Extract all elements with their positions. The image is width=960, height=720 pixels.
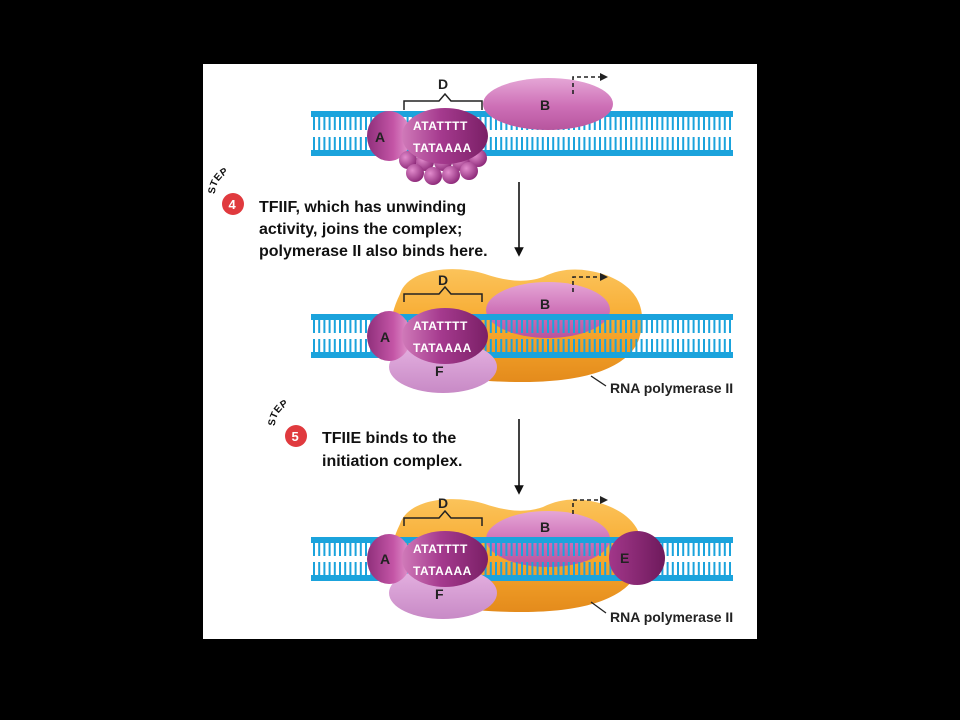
step-5-number: 5 [292,429,299,444]
start-arrowhead-2 [600,273,608,281]
factor-a-shape [367,111,411,161]
factor-d-label-2: D [438,272,448,288]
start-arrowhead-1 [600,73,608,81]
polymerase-leader-2 [590,375,607,387]
factor-f-label-2: F [435,363,444,379]
seq-bottom: TATAAAA [413,141,472,155]
factor-d-bracket-3 [403,509,483,526]
step-5-badge [285,425,307,447]
step-5-word: STEP [267,398,290,427]
seq-top-2: ATATTTT [413,319,468,333]
factor-b-shape [483,78,613,130]
factor-a-label: A [375,129,385,145]
step-4-line-1: TFIIF, which has unwinding [259,199,466,216]
polymerase-label-2: RNA polymerase II [610,380,733,396]
seq-bottom-2: TATAAAA [413,341,472,355]
factor-d-label: D [438,76,448,92]
factor-e-label-3: E [620,550,629,566]
factor-a-shape-3 [367,534,411,584]
step-5-line-1: TFIIE binds to the [322,430,456,447]
step-4-word-path: STEP [207,166,230,195]
factor-d-label-3: D [438,495,448,511]
factor-f-label-3: F [435,586,444,602]
diagram-panel: A B ATATTTT TATAAAA D STEP 4 TFIIF, whic… [203,64,757,639]
step-4-label: STEP 4 TFIIF, which has unwinding activi… [207,166,488,260]
factor-d-shape [402,108,488,164]
polymerase-label-3: RNA polymerase II [610,609,733,625]
panel-1: A B ATATTTT TATAAAA D [311,73,733,185]
step-5-word-path: STEP [267,398,290,427]
panel-2: B F A ATATTTT TATAAAA D RNA polymerase I… [311,269,733,396]
factor-d-bracket-2 [403,285,483,302]
step-5-label: STEP 5 TFIIE binds to the initiation com… [267,398,463,470]
seq-top-3: ATATTTT [413,542,468,556]
step-4-line-3: polymerase II also binds here. [259,243,488,260]
factor-a-label-3: A [380,551,390,567]
factor-b-label-2: B [540,296,550,312]
transcription-initiation-diagram: A B ATATTTT TATAAAA D STEP 4 TFIIF, whic… [207,73,733,625]
transcription-start-arrow [572,76,600,94]
transcription-start-arrow-2 [572,276,600,292]
step-4-line-2: activity, joins the complex; [259,221,462,238]
factor-b-label: B [540,97,550,113]
factor-d-bracket [403,92,483,110]
start-arrowhead-3 [600,496,608,504]
step-5-line-2: initiation complex. [322,453,462,470]
factor-b-label-3: B [540,519,550,535]
polymerase-leader-3 [590,601,607,614]
factor-d-shape-2 [402,308,488,364]
seq-top: ATATTTT [413,119,468,133]
factor-a-shape-2 [367,311,411,361]
panel-3: B E F A ATATTTT TATAAAA D RNA polymerase… [311,495,733,625]
factor-d-shape-3 [402,531,488,587]
factor-e-shape-3 [609,531,665,585]
transcription-start-arrow-3 [572,499,600,514]
seq-bottom-3: TATAAAA [413,564,472,578]
step-4-badge [222,193,244,215]
step-4-number: 4 [229,197,237,212]
step-4-word: STEP [207,166,230,195]
factor-a-label-2: A [380,329,390,345]
